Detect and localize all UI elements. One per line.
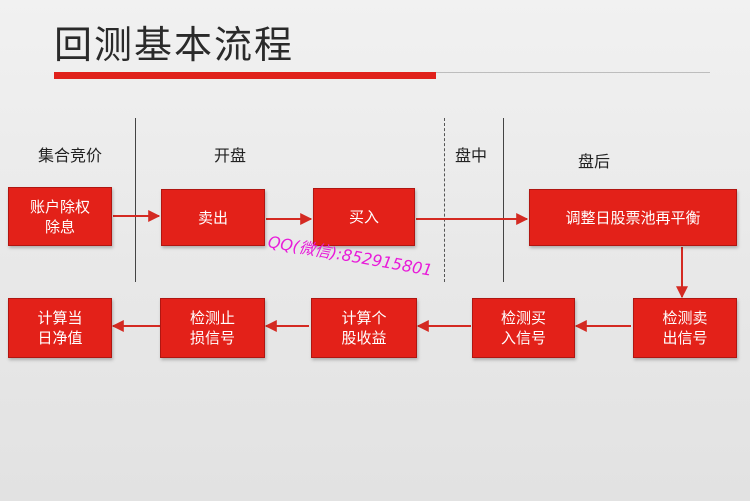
step-detect-sell-line2: 出信号	[662, 329, 708, 347]
step-account-adjust-line1: 账户除权	[29, 197, 90, 216]
step-detect-buy-line1: 检测买	[500, 309, 546, 327]
step-calc-nav-line2: 日净值	[37, 329, 83, 347]
step-buy: 买入	[313, 188, 415, 246]
phase-divider-open-mid	[444, 118, 445, 282]
step-detect-stop-loss: 检测止 损信号	[160, 298, 265, 358]
step-detect-buy: 检测买 入信号	[472, 298, 575, 358]
step-detect-stop-loss-line1: 检测止	[189, 309, 235, 327]
step-calc-nav-line1: 计算当	[37, 309, 83, 327]
step-detect-sell: 检测卖 出信号	[633, 298, 737, 358]
page-title: 回测基本流程	[54, 23, 295, 67]
phase-label-open: 开盘	[214, 146, 247, 165]
step-rebalance-label: 调整日股票池再平衡	[565, 208, 701, 227]
step-sell: 卖出	[161, 189, 265, 246]
phase-label-auction: 集合竞价	[38, 146, 103, 165]
step-sell-label: 卖出	[197, 208, 228, 227]
step-calc-stock-return-line2: 股收益	[341, 329, 387, 347]
step-detect-sell-line1: 检测卖	[662, 309, 708, 327]
title-accent-bar	[54, 72, 436, 79]
step-buy-label: 买入	[348, 208, 379, 226]
step-calc-nav: 计算当 日净值	[8, 298, 112, 358]
step-calc-stock-return: 计算个 股收益	[311, 298, 417, 358]
phase-divider-auction-open	[135, 118, 136, 282]
step-detect-buy-line2: 入信号	[500, 329, 546, 347]
step-calc-stock-return-line1: 计算个	[341, 309, 387, 327]
phase-label-after: 盘后	[578, 152, 611, 171]
title-underline	[436, 72, 710, 73]
step-account-adjust-line2: 除息	[44, 217, 75, 236]
phase-label-mid: 盘中	[455, 146, 488, 165]
step-rebalance: 调整日股票池再平衡	[529, 189, 737, 246]
phase-divider-mid-after	[503, 118, 504, 282]
step-account-adjust: 账户除权 除息	[8, 187, 112, 246]
step-detect-stop-loss-line2: 损信号	[189, 329, 235, 347]
